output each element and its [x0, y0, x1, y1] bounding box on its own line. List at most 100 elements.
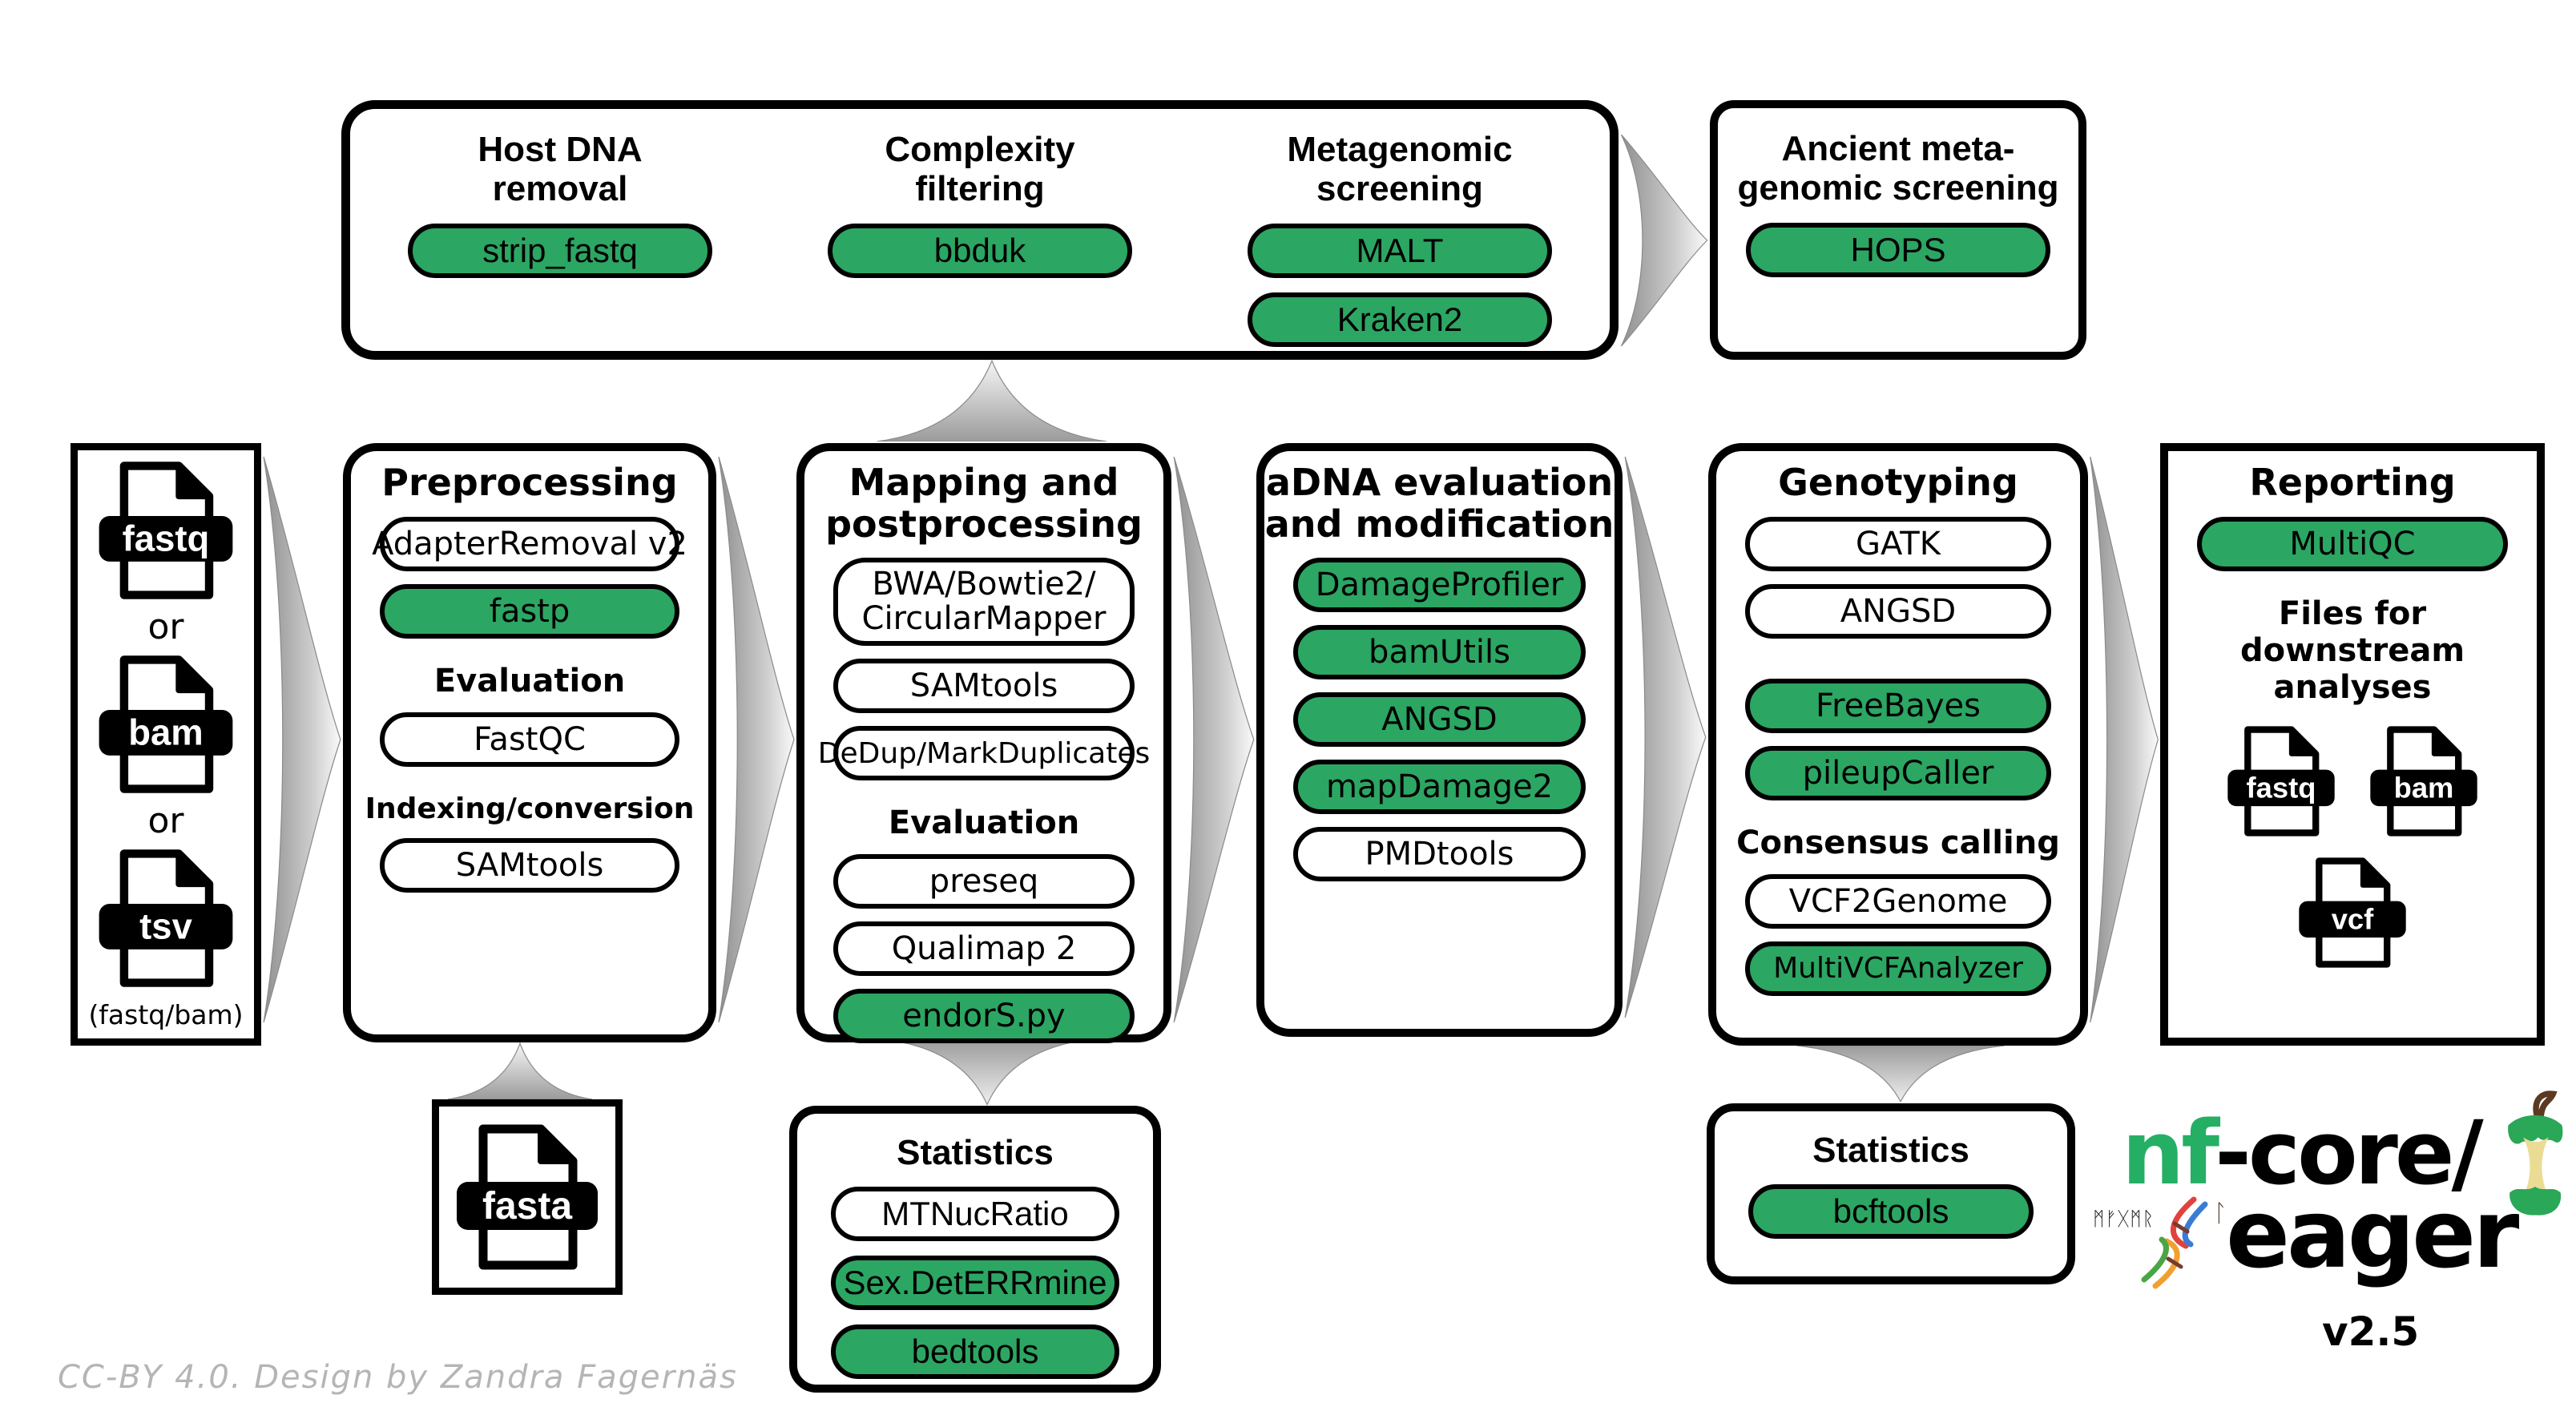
group-title: Complexity filtering — [885, 130, 1075, 209]
tool-pill-FreeBayes: FreeBayes — [1745, 678, 2051, 733]
tool-pill-ANGSD: ANGSD — [1293, 692, 1586, 748]
tool-pill-strip_fastq: strip_fastq — [408, 223, 712, 278]
section-subheading: Evaluation — [888, 804, 1080, 842]
tool-pill-BWA/Bowtie2/ CircularMapper: BWA/Bowtie2/ CircularMapper — [833, 558, 1135, 647]
tool-pill-HOPS: HOPS — [1746, 222, 2050, 277]
group-title: Metagenomic screening — [1287, 130, 1513, 209]
ancient-screening-box: Ancient meta- genomic screening HOPS — [1710, 100, 2086, 360]
section-subheading: Consensus calling — [1736, 824, 2060, 861]
tool-pill-DeDup/MarkDuplicates: DeDup/MarkDuplicates — [818, 726, 1150, 781]
tool-pill-ANGSD: ANGSD — [1745, 583, 2051, 639]
tool-pill-bbduk: bbduk — [828, 223, 1132, 278]
tool-pill-MultiQC: MultiQC — [2197, 516, 2508, 571]
group-pills: MALT Kraken2 — [1248, 209, 1552, 347]
tool-pill-Sex.DetERRmine: Sex.DetERRmine — [831, 1256, 1119, 1311]
group-host-dna-removal: Host DNA removal strip_fastq — [350, 109, 770, 351]
box-title: aDNA evaluation and modification — [1264, 461, 1615, 546]
mapping-box: Mapping and postprocessing BWA/Bowtie2/ … — [796, 443, 1171, 1044]
tool-pill-SAMtools: SAMtools — [833, 659, 1135, 714]
tool-pill-Qualimap 2: Qualimap 2 — [833, 921, 1135, 977]
or-separator: or — [147, 800, 184, 842]
input-caption: (fastq/bam) — [88, 999, 244, 1031]
tool-pill-pileupCaller: pileupCaller — [1745, 745, 2051, 800]
genotyping-box: Genotyping GATK ANGSD FreeBayes pileupCalle… — [1708, 443, 2088, 1046]
flow-arrow-fasta-up-to-preprocessing — [446, 1042, 594, 1099]
tool-pill-PMDtools: PMDtools — [1293, 827, 1586, 882]
logo-wordmark: nf-core/ — [2122, 1102, 2484, 1204]
box-title: Genotyping — [1778, 461, 2018, 504]
flow-arrow-preprocessing-to-mapping — [716, 457, 796, 1022]
section-subheading: Evaluation — [433, 662, 626, 699]
reporting-subtitle: Files for downstream analyses — [2240, 595, 2465, 706]
rune-text-right: ᛚ — [2213, 1199, 2227, 1228]
logo-eager-text: eager — [2226, 1179, 2519, 1289]
tool-pill-SAMtools: SAMtools — [380, 837, 679, 893]
fasta-file-icon: fasta — [457, 1124, 598, 1270]
tool-pill-mapDamage2: mapDamage2 — [1293, 760, 1586, 815]
box-title: Statistics — [1812, 1131, 1969, 1170]
svg-text:bam: bam — [2394, 771, 2454, 804]
flow-arrow-mapping-to-adna — [1171, 457, 1256, 1022]
group-pills: strip_fastq — [408, 209, 712, 278]
dna-helix-icon — [2141, 1196, 2208, 1289]
tool-pill-bedtools: bedtools — [831, 1324, 1119, 1380]
box-title: Mapping and postprocessing — [825, 461, 1143, 546]
tool-pill-DamageProfiler: DamageProfiler — [1293, 558, 1586, 613]
flow-arrow-genotyping-down-to-statistics — [1795, 1046, 2006, 1103]
tool-pill-MTNucRatio: MTNucRatio — [831, 1187, 1119, 1242]
box-title: Statistics — [897, 1133, 1054, 1172]
fastq-file-icon: fastq — [99, 461, 233, 599]
svg-text:fasta: fasta — [482, 1185, 572, 1228]
svg-text:fastq: fastq — [123, 518, 210, 558]
adna-box: aDNA evaluation and modification DamageP… — [1256, 443, 1623, 1037]
svg-text:fastq: fastq — [2247, 771, 2316, 804]
reporting-pill: MultiQC — [2168, 504, 2537, 571]
logo-version: v2.5 — [2322, 1308, 2420, 1355]
svg-text:bam: bam — [128, 712, 204, 752]
license-credit-text: CC-BY 4.0. Design by Zandra Fagernäs — [58, 1359, 738, 1396]
tool-pill-endorS.py: endorS.py — [833, 989, 1135, 1044]
or-separator: or — [147, 607, 184, 648]
flow-arrow-adna-to-genotyping — [1623, 457, 1708, 1018]
section-subheading: Indexing/conversion — [365, 792, 695, 825]
tool-pill-preseq: preseq — [833, 854, 1135, 909]
fastq-file-icon: fastq — [2227, 725, 2335, 837]
logo-nf-text: nf — [2122, 1102, 2218, 1204]
flow-arrow-mapping-up-to-screening — [875, 358, 1109, 441]
bam-file-icon: bam — [99, 655, 233, 793]
apple-core-icon — [2508, 1091, 2563, 1216]
vcf-file-icon: vcf — [2299, 857, 2406, 968]
group-complexity-filtering: Complexity filtering bbduk — [770, 109, 1190, 351]
tool-pill-AdapterRemoval v2: AdapterRemoval v2 — [372, 516, 687, 571]
group-pills: bbduk — [828, 209, 1132, 278]
rune-text: ᛗᚠᚷᛗᚱ — [2093, 1207, 2155, 1230]
tool-pill-fastp: fastp — [380, 583, 679, 639]
nf-core-eager-logo: nf-core/ ᛗᚠᚷᛗᚱ ᛚ eager v2.5 — [2091, 1091, 2576, 1374]
tool-pill-bamUtils: bamUtils — [1293, 625, 1586, 680]
logo-core-text: -core/ — [2215, 1102, 2483, 1204]
svg-text:tsv: tsv — [139, 905, 192, 946]
flow-arrow-mapping-down-to-statistics — [881, 1039, 1093, 1107]
bam-file-icon: bam — [2370, 725, 2477, 837]
tool-pill-MALT: MALT — [1248, 223, 1552, 278]
input-files-box: fastq or bam or tsv (fastq/bam) — [71, 443, 261, 1046]
group-title: Host DNA removal — [478, 130, 643, 209]
flow-arrow-screening-to-ancient — [1619, 135, 1710, 346]
box-title: Reporting — [2249, 461, 2456, 504]
tsv-file-icon: tsv — [99, 849, 233, 987]
box-title: Preprocessing — [381, 461, 678, 504]
tool-pill-GATK: GATK — [1745, 516, 2051, 571]
fasta-box: fasta — [432, 1099, 623, 1295]
tool-pill-Kraken2: Kraken2 — [1248, 292, 1552, 347]
tool-pill-FastQC: FastQC — [380, 712, 679, 767]
flow-arrow-genotyping-to-reporting — [2088, 457, 2160, 1022]
statistics-genotyping-box: Statistics bcftools — [1707, 1103, 2075, 1284]
